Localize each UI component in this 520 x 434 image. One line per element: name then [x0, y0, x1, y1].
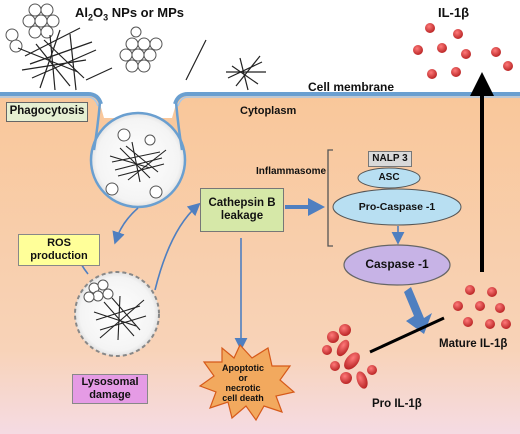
- cathepsin-box: Cathepsin B leakage: [200, 188, 284, 232]
- cathepsin-line2: leakage: [220, 210, 264, 222]
- phagocytosis-box: Phagocytosis: [6, 102, 88, 122]
- asc-label: ASC: [378, 172, 400, 184]
- apoptotic-starburst: [198, 343, 296, 422]
- lysosomal-line1: Lysosomal: [81, 376, 139, 389]
- mature-il1b-label: Mature IL-1β: [439, 338, 508, 350]
- pro-to-mature-line: [369, 316, 445, 354]
- cell-membrane-label: Cell membrane: [308, 80, 395, 94]
- caspase-ellipse: [343, 244, 451, 286]
- cytoplasm-label: Cytoplasm: [240, 105, 297, 117]
- pro-il1b-shapes: [322, 324, 377, 389]
- ros-box: ROS production: [18, 234, 100, 266]
- pro-il1b-label: Pro IL-1β: [372, 398, 422, 410]
- apoptotic-line4: cell death: [222, 392, 264, 403]
- lysosomal-box: Lysosomal damage: [72, 374, 148, 404]
- apoptotic-line3: necrotic: [225, 383, 261, 393]
- nanowire-bundles: [17, 27, 266, 91]
- lysosome: [74, 271, 160, 357]
- inflammasome-label: Inflammasome: [256, 166, 327, 177]
- pro-caspase-ellipse: [332, 188, 462, 226]
- ros-line1: ROS: [47, 237, 71, 250]
- caspase-to-mature-arrow: [404, 287, 432, 334]
- apoptotic-line1: Apoptotic: [222, 363, 264, 374]
- lysosomal-line2: damage: [89, 389, 131, 401]
- ros-line2: production: [30, 250, 88, 262]
- inflammasome-bracket: [327, 149, 333, 247]
- apoptotic-label: Apoptotic or necrotic cell death: [212, 362, 274, 406]
- il1b-mature-dots: [453, 285, 511, 329]
- cathepsin-line1: Cathepsin B: [208, 196, 276, 209]
- particles-title: Al2O3 NPs or MPs: [75, 5, 185, 23]
- cathepsin-to-inflammasome-arrow: [285, 198, 325, 216]
- nalp3-box: NALP 3: [368, 151, 412, 167]
- caspase-label: Caspase -1: [365, 257, 429, 272]
- apoptotic-line2: or: [238, 373, 248, 384]
- il1b-released: [413, 23, 513, 79]
- particle-clusters: [5, 3, 163, 73]
- pro-caspase-label: Pro-Caspase -1: [358, 200, 436, 213]
- asc-ellipse: [357, 167, 421, 189]
- phagosome: [89, 101, 187, 209]
- il1b-top-label: IL-1β: [438, 5, 470, 20]
